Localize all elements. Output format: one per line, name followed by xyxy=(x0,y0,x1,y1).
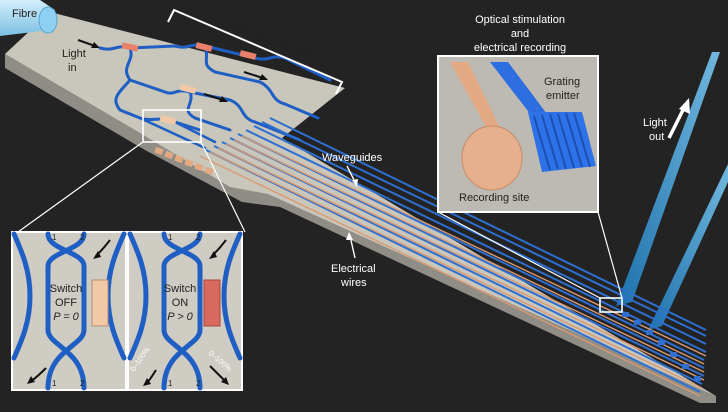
fibre xyxy=(0,0,58,36)
switch-on-arrow-out-left xyxy=(143,369,157,386)
network-arrow-1 xyxy=(243,71,268,80)
switch-off-arrow-out xyxy=(27,367,47,384)
switch-off-inset: 1 2 1 2 Switch OFF P = 0 xyxy=(11,231,127,391)
grating-emitter xyxy=(490,62,596,172)
tip-zoom-line-left xyxy=(437,211,601,299)
switch-off-label-line2: OFF xyxy=(55,297,77,309)
optical-title-line2: and xyxy=(511,28,529,40)
switch-off-heater xyxy=(91,279,109,327)
heater-2 xyxy=(195,42,213,52)
light-in-label-line2: in xyxy=(68,62,77,74)
probe-chip xyxy=(5,12,716,396)
switch-off-arrow-in xyxy=(93,239,111,259)
waveguides-label: Waveguides xyxy=(322,152,383,164)
recording-site-label: Recording site xyxy=(459,192,529,204)
recording-site-pad xyxy=(461,125,523,191)
electrode-stem xyxy=(450,62,500,134)
switch-off-port-top-1: 1 xyxy=(52,233,57,242)
emitter-sites xyxy=(622,312,701,381)
waveguides-pointer xyxy=(346,165,358,187)
switch-on-label-line3: P > 0 xyxy=(167,311,193,323)
optical-title-line1: Optical stimulation xyxy=(475,14,565,26)
switch-on-arrow-in xyxy=(209,239,227,259)
switch-on-arrow-out-right xyxy=(209,365,229,385)
light-beam-upper xyxy=(616,52,720,306)
switch-highlight-box xyxy=(142,109,202,143)
switch-on-inset: 1 2 1 2 0–100% 0–100% Switch ON P > 0 xyxy=(127,231,243,391)
switching-network-bracket xyxy=(167,8,344,95)
switch-on-port-bottom-2: 2 xyxy=(196,379,201,388)
switch-off-port-bottom-2: 2 xyxy=(80,379,85,388)
switch-off-port-bottom-1: 1 xyxy=(52,379,57,388)
contact-pads xyxy=(154,146,214,176)
wires-pointer xyxy=(346,232,356,259)
switch-on-port-top-2: 2 xyxy=(196,233,201,242)
heater-3 xyxy=(239,50,257,60)
heater-1 xyxy=(121,42,139,52)
heater-4 xyxy=(179,84,197,94)
light-out-arrow xyxy=(667,98,690,139)
switch-off-label-line3: P = 0 xyxy=(53,311,79,323)
zoom-line-left xyxy=(17,141,144,233)
grating-emitter-label-line2: emitter xyxy=(546,90,580,102)
electrical-wires-label-line1: Electrical xyxy=(331,263,376,275)
optical-title-line3: electrical recording xyxy=(474,42,566,54)
zoom-line-right xyxy=(200,141,246,233)
switch-on-heater xyxy=(203,279,221,327)
heater-5 xyxy=(159,115,177,125)
light-in-arrow xyxy=(77,39,100,48)
emitter-inset: Grating emitter Recording site xyxy=(437,55,599,213)
electrical-wire-bundle xyxy=(199,135,707,397)
grating-emitter-label-line1: Grating xyxy=(544,76,580,88)
switch-off-port-top-2: 2 xyxy=(80,233,85,242)
switch-on-port-top-1: 1 xyxy=(168,233,173,242)
light-beam-lower xyxy=(648,164,728,330)
light-in-label-line1: Light xyxy=(62,48,86,60)
tip-highlight-box xyxy=(599,297,623,313)
switch-on-port-bottom-1: 1 xyxy=(168,379,173,388)
tip-zoom-line-right xyxy=(597,211,623,299)
fibre-label: Fibre xyxy=(12,8,37,20)
switch-off-label-line1: Switch xyxy=(50,283,82,295)
switch-on-label-line2: ON xyxy=(172,297,189,309)
switch-on-label-line1: Switch xyxy=(164,283,196,295)
electrical-wires-label-line2: wires xyxy=(340,277,367,289)
light-out-label-line1: Light xyxy=(643,117,667,129)
network-arrow-2 xyxy=(203,93,228,102)
light-out-label-line2: out xyxy=(649,131,664,143)
